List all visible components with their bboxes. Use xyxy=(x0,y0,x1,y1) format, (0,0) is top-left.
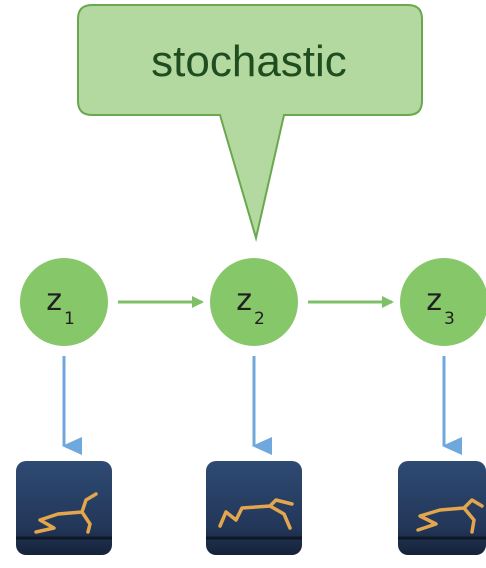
walker-frame-2 xyxy=(206,461,302,555)
node-subscript: 1 xyxy=(64,309,75,329)
node-subscript: 2 xyxy=(254,309,265,329)
walker-figure xyxy=(218,498,294,530)
node-subscript: 3 xyxy=(444,309,455,329)
callout-bubble xyxy=(77,4,423,242)
walker-figure xyxy=(34,492,98,534)
node-circle xyxy=(400,258,486,346)
frame-background xyxy=(398,461,486,555)
frame-background xyxy=(16,461,112,555)
latent-node-z2: z 2 xyxy=(210,258,298,346)
stochastic-callout: stochastic xyxy=(77,4,423,242)
node-letter: z xyxy=(46,283,62,318)
latent-node-z1: z 1 xyxy=(20,258,108,346)
latent-node-z3: z 3 xyxy=(400,258,486,346)
node-letter: z xyxy=(426,283,442,318)
walker-frame-3 xyxy=(398,461,486,555)
node-circle xyxy=(20,258,108,346)
walker-frame-1 xyxy=(16,461,112,555)
node-letter: z xyxy=(236,283,252,318)
node-circle xyxy=(210,258,298,346)
walker-figure xyxy=(416,498,484,534)
callout-text: stochastic xyxy=(151,37,347,86)
